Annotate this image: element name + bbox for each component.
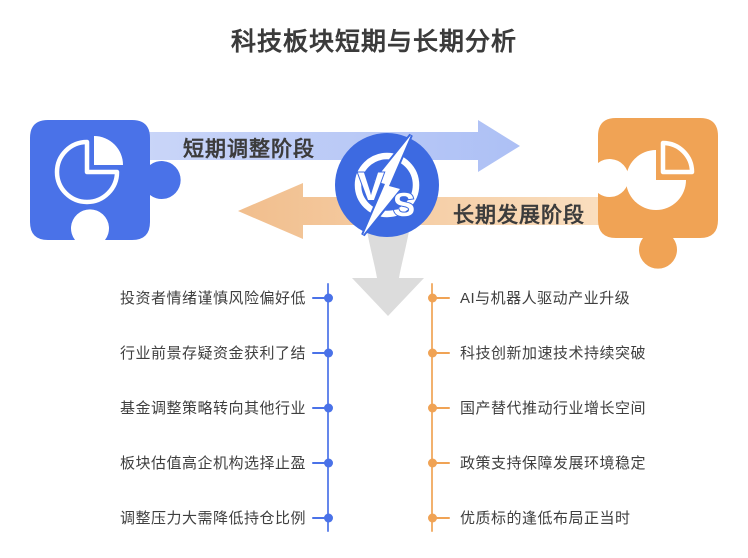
- pie-chart-icon: [626, 140, 695, 210]
- list-item-dot: [324, 348, 333, 357]
- list-item: AI与机器人驱动产业升级: [427, 270, 748, 325]
- list-item-label: 科技创新加速技术持续突破: [460, 345, 647, 362]
- list-item-connector: [432, 406, 450, 409]
- list-item: 投资者情绪谨慎风险偏好低: [0, 270, 333, 325]
- lightning-bolt-icon: [361, 133, 413, 237]
- list-item-connector: [312, 351, 330, 354]
- vs-letter-s: S: [393, 186, 415, 223]
- pie-chart-icon: [54, 136, 123, 205]
- vs-badge: V S: [335, 133, 439, 237]
- list-item: 政策支持保障发展环境稳定: [427, 435, 748, 490]
- list-item: 优质标的逢低布局正当时: [427, 490, 748, 545]
- list-item-label: 投资者情绪谨慎风险偏好低: [119, 290, 306, 307]
- vs-badge-ring: [354, 152, 420, 218]
- list-item-label: 政策支持保障发展环境稳定: [460, 455, 647, 472]
- list-item-label: 调整压力大需降低持仓比例: [119, 510, 306, 527]
- short-term-arrow-label: 短期调整阶段: [183, 138, 315, 161]
- list-item: 基金调整策略转向其他行业: [0, 380, 333, 435]
- list-item-dot: [324, 458, 333, 467]
- list-item-dot: [324, 293, 333, 302]
- list-item-connector: [312, 296, 330, 299]
- list-item: 板块估值高企机构选择止盈: [0, 435, 333, 490]
- short-term-list: 投资者情绪谨慎风险偏好低 行业前景存疑资金获利了结 基金调整策略转向其他行业 板…: [0, 270, 333, 545]
- list-item-connector: [432, 351, 450, 354]
- list-item-label: 国产替代推动行业增长空间: [460, 400, 647, 417]
- list-item: 行业前景存疑资金获利了结: [0, 325, 333, 380]
- long-term-arrow-label: 长期发展阶段: [453, 204, 585, 227]
- list-item-connector: [432, 516, 450, 519]
- long-term-list: AI与机器人驱动产业升级 科技创新加速技术持续突破 国产替代推动行业增长空间 政…: [427, 270, 748, 545]
- vs-letter-v: V: [358, 165, 385, 209]
- list-item-connector: [432, 296, 450, 299]
- list-item-connector: [312, 461, 330, 464]
- list-item-label: 优质标的逢低布局正当时: [460, 510, 631, 527]
- list-item-label: 行业前景存疑资金获利了结: [119, 345, 306, 362]
- list-item-connector: [432, 461, 450, 464]
- list-item-connector: [312, 516, 330, 519]
- list-item-label: 基金调整策略转向其他行业: [119, 400, 306, 417]
- right-puzzle-piece-icon: [598, 118, 718, 269]
- left-puzzle-piece-icon: [30, 120, 181, 240]
- list-item-label: AI与机器人驱动产业升级: [460, 290, 631, 307]
- list-item: 调整压力大需降低持仓比例: [0, 490, 333, 545]
- list-item-dot: [324, 403, 333, 412]
- down-arrow-icon: [352, 226, 424, 316]
- list-item-label: 板块估值高企机构选择止盈: [119, 455, 306, 472]
- list-item-connector: [312, 406, 330, 409]
- list-item: 科技创新加速技术持续突破: [427, 325, 748, 380]
- page-title: 科技板块短期与长期分析: [230, 28, 517, 56]
- list-item-dot: [324, 513, 333, 522]
- list-item: 国产替代推动行业增长空间: [427, 380, 748, 435]
